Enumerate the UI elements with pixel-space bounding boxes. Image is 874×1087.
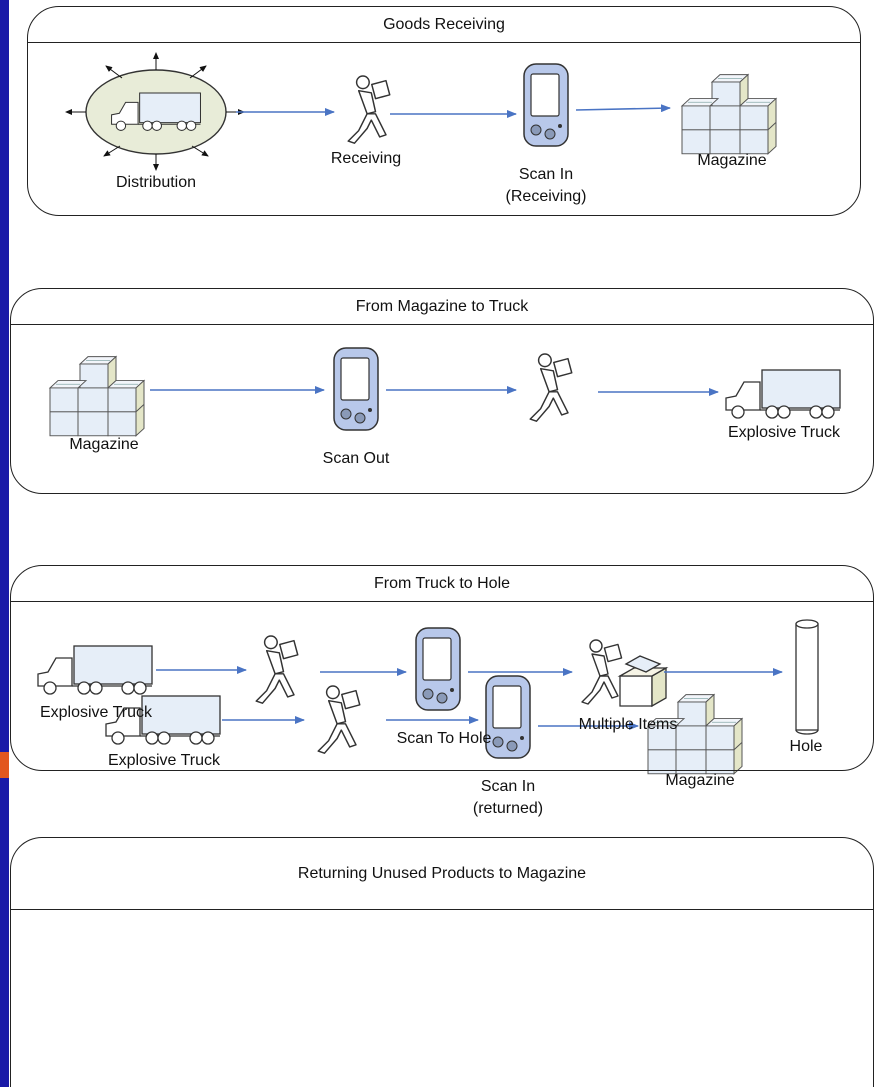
explosive-truck-label: Explosive Truck [39, 704, 153, 721]
panel-title: From Truck to Hole [11, 566, 873, 602]
magazine-label: Magazine [69, 436, 139, 453]
scan-to-hole-label: Scan To Hole [396, 730, 492, 747]
arrow [575, 104, 671, 113]
scan-in-sublabel: (Receiving) [505, 188, 587, 205]
hole-label: Hole [789, 738, 823, 755]
scan-out-label: Scan Out [322, 450, 390, 467]
magazine-label: Magazine [665, 772, 735, 789]
receiving-label: Receiving [330, 150, 402, 167]
panel-title: Returning Unused Products to Magazine [11, 838, 873, 910]
panel-returning-products: Returning Unused Products to Magazine [10, 837, 874, 1087]
distribution-label: Distribution [115, 174, 197, 191]
multiple-items-label: Multiple Items [578, 716, 678, 733]
panel-magazine-to-truck: From Magazine to Truck [10, 288, 874, 494]
panel-title: Goods Receiving [28, 7, 860, 43]
accent-bar [0, 752, 9, 778]
panel-goods-receiving: Goods Receiving [27, 6, 861, 216]
magazine-label: Magazine [697, 152, 767, 169]
hole-icon [795, 619, 819, 735]
panel-title: From Magazine to Truck [11, 289, 873, 325]
distribution-node [65, 52, 245, 171]
scan-in-label: Scan In [518, 166, 574, 183]
scan-in-sublabel: (returned) [472, 800, 544, 817]
scan-in-label: Scan In [480, 778, 536, 795]
explosive-truck-label: Explosive Truck [727, 424, 841, 441]
diagram-canvas [9, 0, 874, 1087]
multiple-items-icon [581, 639, 669, 708]
explosive-truck-label: Explosive Truck [107, 752, 221, 769]
